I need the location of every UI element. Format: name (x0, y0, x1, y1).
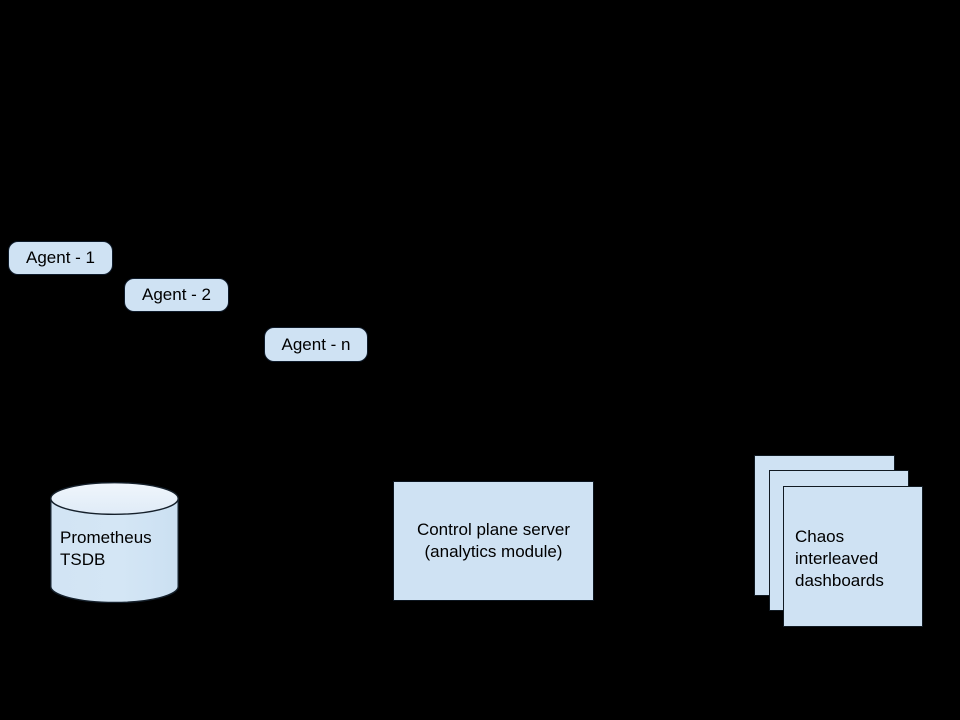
chaos-dashboards-label-line-1: Chaos (795, 527, 845, 546)
node-chaos-interleaved-dashboards[interactable] (783, 486, 923, 627)
agent-1-label: Agent - 1 (26, 248, 95, 268)
prometheus-tsdb-label: Prometheus TSDB (60, 527, 170, 571)
node-agent-1[interactable]: Agent - 1 (8, 241, 113, 275)
prometheus-tsdb-label-line-1: Prometheus (60, 528, 152, 547)
control-plane-label-line-1: Control plane server (416, 520, 571, 539)
node-agent-2[interactable]: Agent - 2 (124, 278, 229, 312)
agent-2-label: Agent - 2 (142, 285, 211, 305)
cylinder-shape (50, 482, 179, 603)
node-agent-n[interactable]: Agent - n (264, 327, 368, 362)
chaos-dashboards-label-line-2: interleaved (795, 549, 879, 568)
chaos-dashboards-label-line-3: dashboards (795, 571, 884, 590)
chaos-dashboards-label: Chaos interleaved dashboards (795, 526, 915, 592)
agent-n-label: Agent - n (281, 334, 351, 354)
node-prometheus-tsdb[interactable] (50, 482, 179, 603)
node-control-plane-server[interactable]: Control plane server (analytics module) (393, 481, 594, 601)
prometheus-tsdb-label-line-2: TSDB (60, 550, 106, 569)
control-plane-label-line-2: (analytics module) (424, 542, 563, 561)
